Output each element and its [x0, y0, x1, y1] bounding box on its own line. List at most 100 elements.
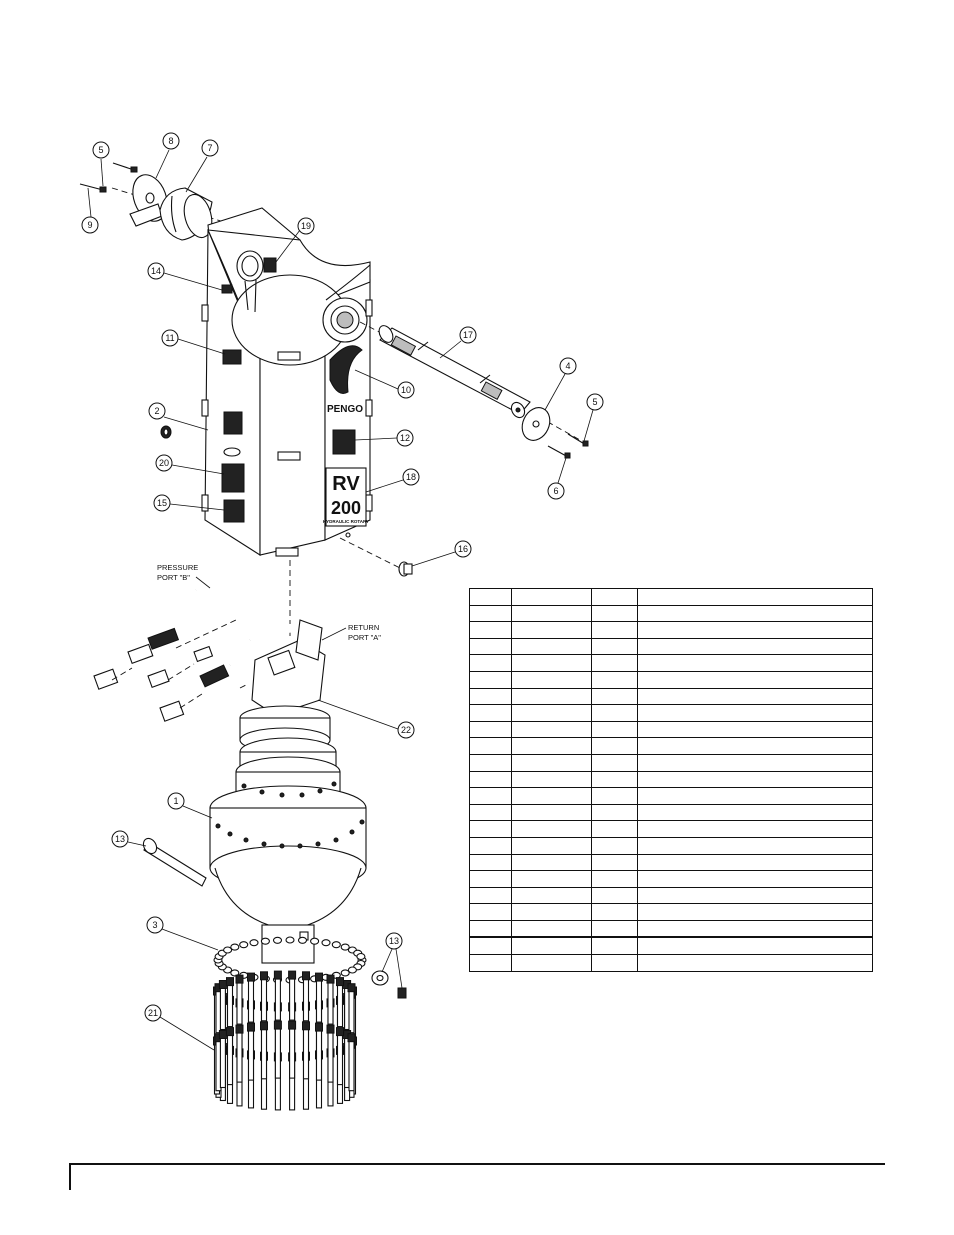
parts-table-cell: [637, 836, 873, 855]
parts-table-cell: [511, 704, 592, 722]
parts-table-cell: [637, 720, 873, 739]
callout-13b: 13: [381, 932, 403, 989]
callout-6: 6: [547, 457, 567, 500]
callout-18: 18: [365, 468, 420, 493]
parts-table-cell: [511, 836, 592, 855]
callout-7: 7: [185, 139, 219, 193]
svg-text:20: 20: [159, 458, 169, 468]
callout-22: 22: [317, 699, 415, 739]
parts-table-cell: [469, 737, 512, 755]
washer: [249, 939, 259, 947]
model-line1: RV: [332, 473, 360, 495]
cap-screw: [336, 977, 344, 1028]
parts-table-row: [469, 853, 873, 872]
main-housing: PENGO RV 200 HYDRAULIC ROTARY: [201, 207, 373, 557]
callout-4: 4: [544, 357, 577, 411]
parts-table-cell: [591, 803, 638, 822]
washer: [340, 943, 350, 951]
svg-text:8: 8: [168, 136, 173, 146]
flange-bolt-pattern: [215, 781, 365, 849]
cap-screw: [273, 970, 282, 1021]
svg-text:3: 3: [152, 920, 157, 930]
svg-text:4: 4: [565, 361, 570, 371]
decal-12: [332, 429, 356, 455]
callout-14: 14: [147, 262, 223, 291]
washer: [340, 969, 350, 977]
parts-table-cell: [591, 770, 638, 789]
cap-screw: [302, 1021, 310, 1080]
parts-table-row: [469, 820, 873, 838]
callout-12: 12: [354, 429, 414, 447]
parts-table-cell: [591, 919, 638, 938]
parts-list-table: [469, 588, 873, 972]
parts-table-cell: [511, 737, 592, 755]
svg-text:17: 17: [463, 330, 473, 340]
cap-screw: [288, 970, 297, 1021]
parts-table-cell: [591, 704, 638, 722]
parts-table-cell: [469, 803, 512, 822]
parts-table-row: [469, 687, 873, 706]
grease-fitting-2: [160, 425, 172, 439]
lock-pin-13: [142, 837, 207, 887]
rv200-decal-18: RV 200 HYDRAULIC ROTARY: [323, 467, 369, 527]
svg-text:2: 2: [154, 406, 159, 416]
svg-text:6: 6: [553, 486, 558, 496]
parts-table-row: [469, 621, 873, 639]
return-label-line1: RETURN: [348, 623, 379, 632]
parts-table-cell: [511, 770, 592, 789]
bolt-5-right: [567, 433, 589, 447]
parts-table-cell: [469, 621, 512, 639]
footer-rule: [69, 1163, 885, 1165]
parts-table-cell: [469, 637, 512, 656]
washer: [260, 937, 270, 945]
parts-table-row: [469, 670, 873, 689]
washer: [285, 936, 295, 944]
planetary-gearbox-1: [209, 737, 367, 964]
callout-8: 8: [155, 132, 180, 179]
callout-2: 2: [148, 402, 209, 431]
callout-13a: 13: [111, 830, 147, 848]
pressure-label-line1: PRESSURE: [157, 563, 198, 572]
washer-clip-13: [371, 970, 407, 999]
parts-table-cell: [591, 720, 638, 739]
parts-table-cell: [469, 687, 512, 706]
parts-table-cell: [591, 654, 638, 672]
parts-table-cell: [637, 787, 873, 805]
parts-table-cell: [469, 670, 512, 689]
parts-table-cell: [637, 870, 873, 888]
washer: [297, 936, 308, 944]
parts-table-cell: [591, 954, 638, 972]
parts-table-cell: [637, 936, 873, 956]
callout-5a: 5: [92, 141, 110, 187]
parts-table-cell: [469, 604, 512, 623]
cap-bolt-9: [79, 183, 107, 193]
svg-text:15: 15: [157, 498, 167, 508]
cap-screw: [226, 977, 234, 1028]
cap-screw: [347, 983, 356, 1034]
parts-table-row: [469, 787, 873, 805]
washer: [321, 939, 331, 947]
svg-text:18: 18: [406, 472, 416, 482]
parts-table-cell: [591, 820, 638, 838]
parts-table-cell: [469, 954, 512, 972]
cap-screw: [235, 974, 244, 1025]
parts-table-row: [469, 803, 873, 822]
svg-text:22: 22: [401, 725, 411, 735]
parts-table-cell: [637, 770, 873, 789]
washer-6: [547, 445, 571, 459]
parts-table-cell: [469, 936, 512, 956]
svg-text:1: 1: [173, 796, 178, 806]
callout-21: 21: [144, 1004, 215, 1051]
parts-table-cell: [591, 903, 638, 921]
parts-table-row: [469, 886, 873, 905]
parts-table-cell: [637, 737, 873, 755]
cap-screw: [260, 1021, 268, 1080]
parts-table-cell: [591, 637, 638, 656]
parts-table-cell: [469, 853, 512, 872]
svg-text:21: 21: [148, 1008, 158, 1018]
model-line2: 200: [331, 498, 361, 518]
parts-table-cell: [469, 588, 512, 606]
parts-table-cell: [591, 670, 638, 689]
parts-table-cell: [637, 637, 873, 656]
